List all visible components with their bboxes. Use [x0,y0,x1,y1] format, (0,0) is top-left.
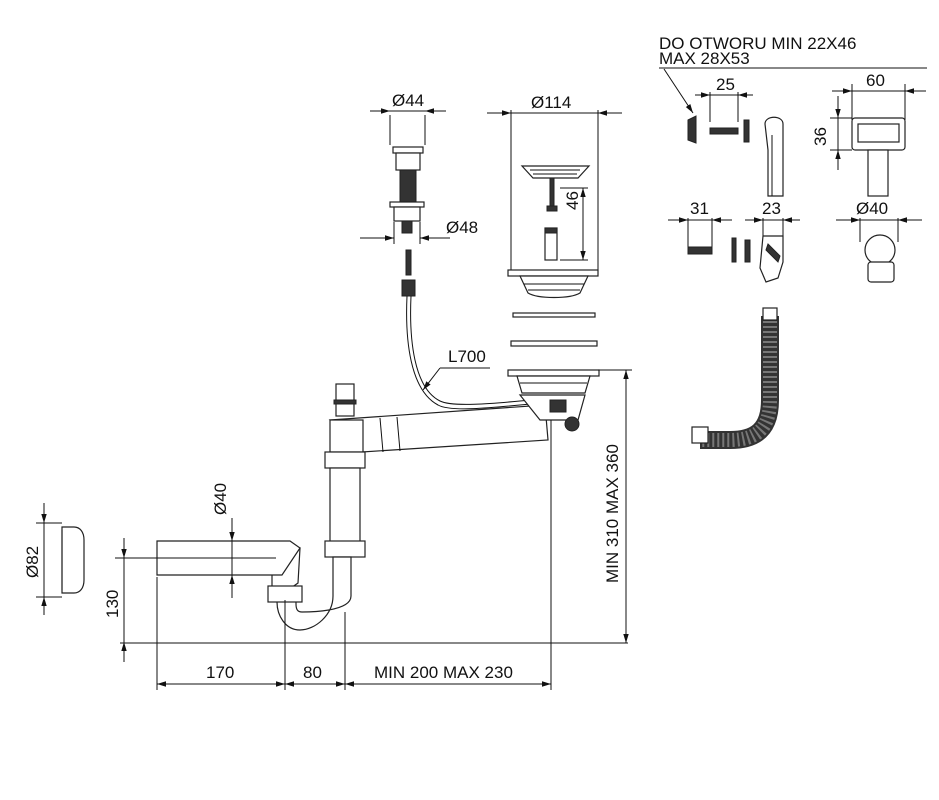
overflow-parts: 25 60 36 31 [668,71,926,449]
trap-height-label: MIN 310 MAX 360 [603,444,622,583]
trap-offset-label: 80 [303,663,322,682]
overflow-pipe-dia-label: Ø40 [856,199,888,218]
cap-dia-label: Ø82 [23,546,42,578]
siphon-assembly [61,383,586,631]
assembly-dimensions: Ø82 Ø40 130 170 80 MIN 200 MAX 230 [23,369,632,690]
plug-base-dia-label: Ø48 [446,218,478,237]
pipe-dia-label: Ø40 [211,483,230,515]
outlet-height-label: 130 [103,590,122,618]
strainer-part: Ø114 46 [487,93,622,394]
outlet-length-label: 170 [206,663,234,682]
slot-width-label: 25 [716,75,735,94]
elbow-width-label: 23 [762,199,781,218]
trap-span-label: MIN 200 MAX 230 [374,663,513,682]
plug-head-dia-label: Ø44 [392,91,424,110]
overflow-width-label: 60 [866,71,885,90]
screw-length-label: 31 [690,199,709,218]
overflow-height-label: 36 [811,127,830,146]
strainer-dia-label: Ø114 [531,93,571,112]
cable-length-label: L700 [448,347,486,366]
popup-button-part: Ø44 Ø48 L700 [360,91,531,410]
hole-size-note: DO OTWORU MIN 22X46 MAX 28X53 [659,34,927,114]
stem-length-label: 46 [563,191,582,210]
note-line1: DO OTWORU MIN 22X46 [659,34,856,53]
note-line2: MAX 28X53 [659,49,750,68]
